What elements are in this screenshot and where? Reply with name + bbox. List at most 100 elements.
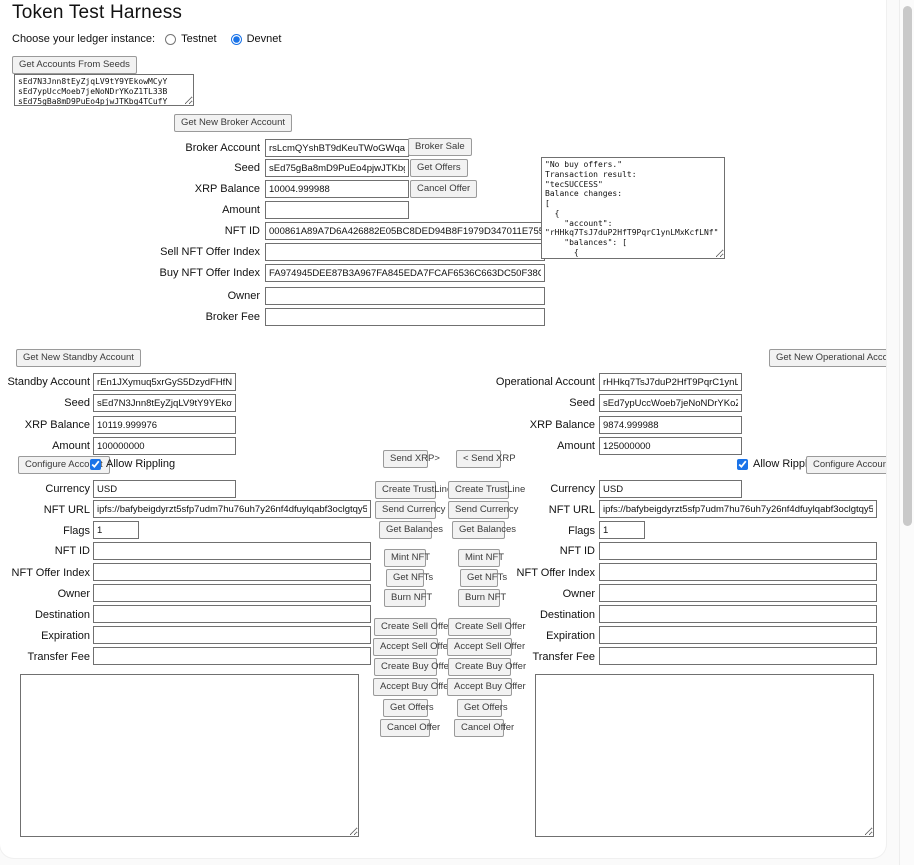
input-standby-seed[interactable] (93, 394, 236, 412)
input-standby-xrp-balance[interactable] (93, 416, 236, 434)
action-right-accept-sell-offer[interactable]: Accept Sell Offer (447, 638, 525, 657)
radio-testnet[interactable] (165, 33, 177, 45)
input-standby-transfer-fee[interactable] (93, 647, 371, 665)
action-right-get-offers[interactable]: Get Offers (457, 699, 508, 718)
input-broker-xrp-balance[interactable] (265, 180, 409, 198)
label-operational-account: Operational Account (495, 376, 595, 388)
action-right-send-xrp[interactable]: < Send XRP (456, 450, 516, 469)
action-left-get-offers[interactable]: Get Offers (383, 699, 434, 718)
label-standby-owner: Owner (57, 588, 90, 600)
label-operational-amount: Amount (557, 440, 595, 452)
broker-sale-button[interactable]: Broker Sale (408, 138, 472, 157)
standby-allow-rippling-label: Allow Rippling (106, 458, 176, 470)
action-left-send-xrp[interactable]: Send XRP> (383, 450, 440, 469)
get-new-operational-account-button[interactable]: Get New Operational Account (769, 349, 886, 368)
input-standby-account[interactable] (93, 373, 236, 391)
operational-result-textarea[interactable] (535, 674, 874, 837)
label-standby-expiration: Expiration (41, 630, 90, 642)
input-standby-expiration[interactable] (93, 626, 371, 644)
action-right-get-balances[interactable]: Get Balances (452, 521, 516, 540)
input-broker-owner[interactable] (265, 287, 545, 305)
input-standby-owner[interactable] (93, 584, 371, 602)
input-operational-xrp-balance[interactable] (599, 416, 742, 434)
action-right-accept-buy-offer[interactable]: Accept Buy Offer (447, 678, 526, 697)
input-broker-amount[interactable] (265, 201, 409, 219)
input-standby-destination[interactable] (93, 605, 371, 623)
input-broker-sell-nft-offer-index[interactable] (265, 243, 545, 261)
get-new-broker-account-button[interactable]: Get New Broker Account (174, 114, 293, 133)
input-operational-account[interactable] (599, 373, 742, 391)
radio-devnet[interactable] (230, 33, 242, 45)
radio-option-devnet[interactable]: Devnet (230, 33, 281, 45)
action-right-burn-nft[interactable]: Burn NFT (458, 589, 506, 608)
broker-get-offers-button[interactable]: Get Offers (410, 159, 468, 178)
label-broker-nft-id: NFT ID (224, 225, 260, 237)
action-right-create-buy-offer[interactable]: Create Buy Offer (448, 658, 526, 677)
input-standby-currency[interactable] (93, 480, 236, 498)
operational-allow-rippling-checkbox[interactable] (737, 458, 748, 470)
input-operational-transfer-fee[interactable] (599, 647, 877, 665)
input-standby-nft-offer-index[interactable] (93, 563, 371, 581)
seeds-textarea[interactable] (14, 74, 194, 106)
label-standby-account: Standby Account (7, 376, 90, 388)
get-accounts-from-seeds-button[interactable]: Get Accounts From Seeds (12, 56, 137, 75)
label-broker-sell-nft-offer-index: Sell NFT Offer Index (160, 246, 260, 258)
action-left-cancel-offer[interactable]: Cancel Offer (380, 719, 440, 738)
broker-result-textarea[interactable] (541, 157, 725, 259)
input-operational-flags[interactable] (599, 521, 645, 539)
input-standby-flags[interactable] (93, 521, 139, 539)
action-left-create-buy-offer[interactable]: Create Buy Offer (374, 658, 452, 677)
radio-option-testnet[interactable]: Testnet (165, 33, 217, 45)
action-right-get-nfts[interactable]: Get NFTs (460, 569, 507, 588)
input-standby-nft-id[interactable] (93, 542, 371, 560)
page-scrollbar-thumb[interactable] (903, 6, 912, 526)
action-left-send-currency[interactable]: Send Currency (375, 501, 445, 520)
input-operational-owner[interactable] (599, 584, 877, 602)
input-operational-seed[interactable] (599, 394, 742, 412)
action-right-cancel-offer[interactable]: Cancel Offer (454, 719, 514, 738)
input-operational-amount[interactable] (599, 437, 742, 455)
standby-allow-rippling-row[interactable]: Allow Rippling (90, 458, 175, 470)
standby-configure-account-button[interactable]: Configure Account (18, 456, 110, 475)
action-left-accept-buy-offer[interactable]: Accept Buy Offer (373, 678, 452, 697)
standby-allow-rippling-checkbox[interactable] (90, 458, 101, 470)
label-operational-destination: Destination (539, 609, 595, 621)
label-broker-seed: Seed (234, 162, 260, 174)
operational-configure-account-button[interactable]: Configure Account (806, 456, 886, 475)
action-right-send-currency[interactable]: Send Currency (448, 501, 518, 520)
action-right-create-trustline[interactable]: Create TrustLine (448, 481, 525, 500)
input-broker-fee[interactable] (265, 308, 545, 326)
action-left-accept-sell-offer[interactable]: Accept Sell Offer (373, 638, 451, 657)
get-new-standby-account-button[interactable]: Get New Standby Account (16, 349, 141, 368)
label-broker-amount: Amount (222, 204, 260, 216)
standby-result-textarea[interactable] (20, 674, 359, 837)
broker-cancel-offer-button[interactable]: Cancel Offer (410, 180, 478, 199)
label-operational-nft-url: NFT URL (548, 504, 595, 516)
action-left-mint-nft[interactable]: Mint NFT (384, 549, 430, 568)
input-operational-expiration[interactable] (599, 626, 877, 644)
input-broker-buy-nft-offer-index[interactable] (265, 264, 545, 282)
input-operational-destination[interactable] (599, 605, 877, 623)
input-operational-nft-offer-index[interactable] (599, 563, 877, 581)
page-scrollbar[interactable] (899, 0, 914, 865)
input-operational-nft-id[interactable] (599, 542, 877, 560)
input-broker-seed[interactable] (265, 159, 409, 177)
input-standby-amount[interactable] (93, 437, 236, 455)
input-standby-nft-url[interactable] (93, 500, 371, 518)
operational-allow-rippling-row[interactable]: Allow Rippling (737, 458, 822, 470)
input-broker-nft-id[interactable] (265, 222, 545, 240)
label-standby-nft-url: NFT URL (43, 504, 90, 516)
action-left-burn-nft[interactable]: Burn NFT (384, 589, 432, 608)
label-standby-flags: Flags (63, 525, 90, 537)
label-operational-xrp-balance: XRP Balance (529, 419, 595, 431)
action-left-create-sell-offer[interactable]: Create Sell Offer (374, 618, 452, 637)
action-left-create-trustline[interactable]: Create TrustLine (375, 481, 452, 500)
action-left-get-nfts[interactable]: Get NFTs (386, 569, 433, 588)
action-right-mint-nft[interactable]: Mint NFT (458, 549, 504, 568)
action-left-get-balances[interactable]: Get Balances (379, 521, 443, 540)
input-operational-nft-url[interactable] (599, 500, 877, 518)
action-right-create-sell-offer[interactable]: Create Sell Offer (448, 618, 526, 637)
input-operational-currency[interactable] (599, 480, 742, 498)
input-broker-account[interactable] (265, 139, 409, 157)
